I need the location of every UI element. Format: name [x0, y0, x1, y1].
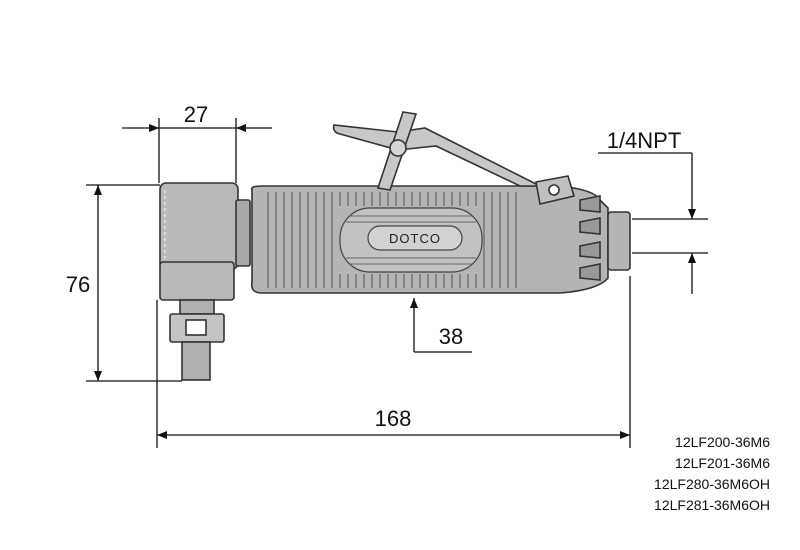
model-number: 12LF201-36M6 [675, 455, 770, 471]
dim-grip-label: 38 [439, 324, 463, 349]
spindle [181, 341, 211, 381]
model-number: 12LF200-36M6 [675, 434, 770, 450]
model-number: 12LF280-36M6OH [654, 476, 770, 492]
neck-ring [235, 199, 251, 267]
dim-height-label: 76 [66, 272, 90, 297]
head-housing [159, 261, 235, 301]
model-number-list: 12LF200-36M6 12LF201-36M6 12LF280-36M6OH… [654, 432, 770, 516]
dim-length-label: 168 [375, 406, 412, 431]
dim-head-width-label: 27 [184, 102, 208, 127]
model-number: 12LF281-36M6OH [654, 497, 770, 513]
dim-inlet-label: 1/4NPT [607, 128, 682, 153]
air-inlet [607, 211, 631, 271]
collet-nut [179, 299, 215, 315]
angle-head [159, 182, 239, 270]
grip-ribs [267, 192, 517, 288]
dimension-lines [86, 118, 708, 448]
throttle-lever [332, 124, 541, 187]
brand-logo: DOTCO [389, 231, 441, 246]
